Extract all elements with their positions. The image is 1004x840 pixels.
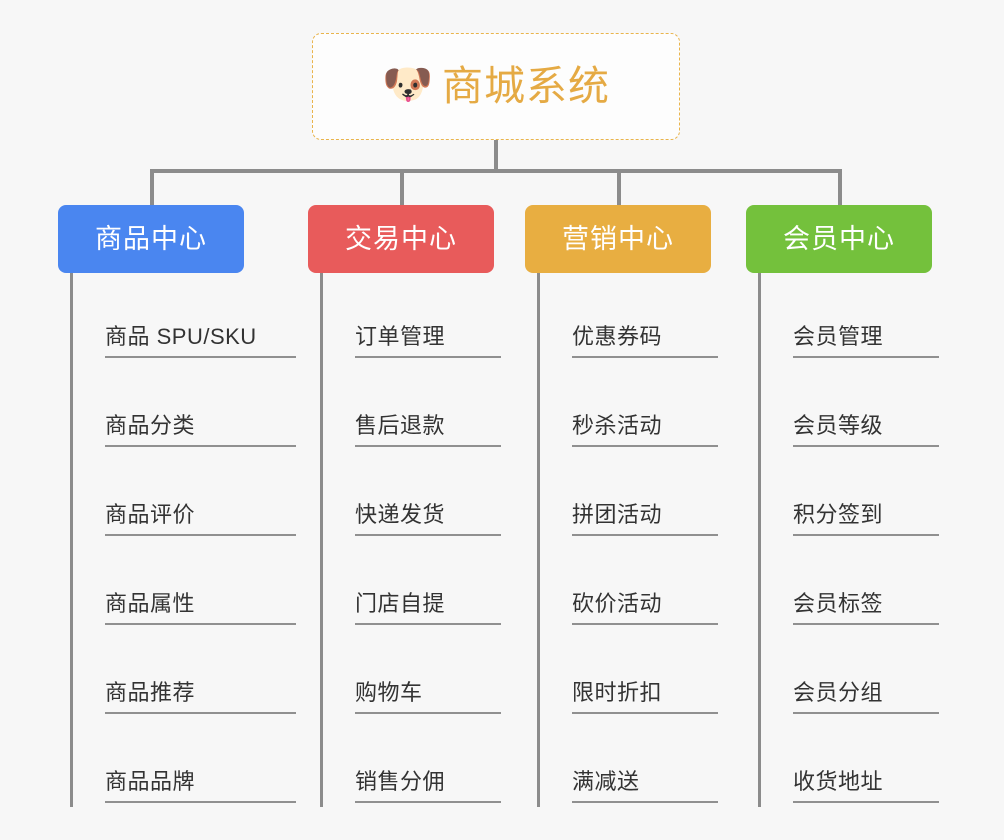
list-item[interactable]: 砍价活动 [540, 540, 747, 629]
category-label: 营销中心 [562, 223, 674, 254]
list-item[interactable]: 秒杀活动 [540, 362, 747, 451]
leaf-underline: 订单管理 [355, 324, 501, 358]
list-item[interactable]: 门店自提 [323, 540, 530, 629]
leaf-underline: 拼团活动 [572, 502, 718, 536]
list-item[interactable]: 商品 SPU/SKU [73, 273, 308, 362]
leaf-underline: 购物车 [355, 680, 501, 714]
leaf-underline: 快递发货 [355, 502, 501, 536]
leaf-label: 订单管理 [355, 323, 446, 349]
leaf-underline: 砍价活动 [572, 591, 718, 625]
list-item[interactable]: 限时折扣 [540, 629, 747, 718]
leaf-underline: 会员管理 [793, 324, 939, 358]
list-item[interactable]: 收货地址 [761, 718, 968, 807]
connector-horizontal-bus [150, 169, 842, 173]
leaf-label: 快递发货 [355, 501, 446, 527]
branch-column-member-center: 会员中心 会员管理 会员等级 积分签到 会员标签 [746, 205, 968, 807]
leaf-label: 砍价活动 [572, 590, 663, 616]
leaf-underline: 商品评价 [105, 502, 296, 536]
leaf-underline: 销售分佣 [355, 769, 501, 803]
leaf-underline: 售后退款 [355, 413, 501, 447]
list-item[interactable]: 满减送 [540, 718, 747, 807]
leaf-label: 会员分组 [793, 679, 884, 705]
list-item[interactable]: 商品品牌 [73, 718, 308, 807]
leaf-label: 购物车 [355, 679, 423, 705]
leaf-underline: 商品推荐 [105, 680, 296, 714]
list-item[interactable]: 会员分组 [761, 629, 968, 718]
branch-column-product-center: 商品中心 商品 SPU/SKU 商品分类 商品评价 商品属性 [58, 205, 308, 807]
list-item[interactable]: 优惠券码 [540, 273, 747, 362]
leaf-label: 商品属性 [105, 590, 196, 616]
leaf-list-product-center: 商品 SPU/SKU 商品分类 商品评价 商品属性 商品推荐 [70, 273, 308, 807]
connector-drop-trade-center [400, 169, 404, 205]
leaf-label: 会员标签 [793, 590, 884, 616]
leaf-label: 售后退款 [355, 412, 446, 438]
list-item[interactable]: 商品分类 [73, 362, 308, 451]
leaf-list-marketing-center: 优惠券码 秒杀活动 拼团活动 砍价活动 限时折扣 [537, 273, 747, 807]
branch-column-trade-center: 交易中心 订单管理 售后退款 快递发货 门店自提 [308, 205, 530, 807]
leaf-label: 满减送 [572, 768, 640, 794]
leaf-list-member-center: 会员管理 会员等级 积分签到 会员标签 会员分组 [758, 273, 968, 807]
leaf-underline: 优惠券码 [572, 324, 718, 358]
shiba-dog-face-icon: 🐶 [382, 60, 434, 107]
list-item[interactable]: 销售分佣 [323, 718, 530, 807]
leaf-label: 商品评价 [105, 501, 196, 527]
category-label: 交易中心 [345, 223, 457, 254]
leaf-label: 收货地址 [793, 768, 884, 794]
leaf-underline: 收货地址 [793, 769, 939, 803]
category-box-member-center[interactable]: 会员中心 [746, 205, 932, 273]
leaf-underline: 秒杀活动 [572, 413, 718, 447]
root-title: 商城系统 [442, 63, 610, 109]
leaf-label: 商品推荐 [105, 679, 196, 705]
leaf-underline: 积分签到 [793, 502, 939, 536]
leaf-label: 会员管理 [793, 323, 884, 349]
leaf-label: 商品分类 [105, 412, 196, 438]
leaf-underline: 满减送 [572, 769, 718, 803]
category-box-trade-center[interactable]: 交易中心 [308, 205, 494, 273]
list-item[interactable]: 积分签到 [761, 451, 968, 540]
leaf-underline: 商品属性 [105, 591, 296, 625]
leaf-underline: 商品品牌 [105, 769, 296, 803]
leaf-underline: 会员等级 [793, 413, 939, 447]
list-item[interactable]: 售后退款 [323, 362, 530, 451]
leaf-label: 优惠券码 [572, 323, 663, 349]
leaf-underline: 商品 SPU/SKU [105, 324, 296, 358]
list-item[interactable]: 会员管理 [761, 273, 968, 362]
category-label: 商品中心 [95, 223, 207, 254]
leaf-label: 秒杀活动 [572, 412, 663, 438]
leaf-label: 会员等级 [793, 412, 884, 438]
connector-drop-member-center [838, 169, 842, 205]
list-item[interactable]: 商品推荐 [73, 629, 308, 718]
category-box-marketing-center[interactable]: 营销中心 [525, 205, 711, 273]
list-item[interactable]: 订单管理 [323, 273, 530, 362]
list-item[interactable]: 购物车 [323, 629, 530, 718]
leaf-underline: 商品分类 [105, 413, 296, 447]
leaf-underline: 门店自提 [355, 591, 501, 625]
leaf-label: 门店自提 [355, 590, 446, 616]
connector-drop-marketing-center [617, 169, 621, 205]
list-item[interactable]: 拼团活动 [540, 451, 747, 540]
root-node-mall-system[interactable]: 🐶 商城系统 [312, 33, 680, 140]
connector-drop-product-center [150, 169, 154, 205]
list-item[interactable]: 商品属性 [73, 540, 308, 629]
leaf-label: 商品 SPU/SKU [105, 323, 257, 349]
leaf-label: 拼团活动 [572, 501, 663, 527]
list-item[interactable]: 会员等级 [761, 362, 968, 451]
leaf-label: 积分签到 [793, 501, 884, 527]
connector-root-stem [494, 140, 498, 172]
branch-column-marketing-center: 营销中心 优惠券码 秒杀活动 拼团活动 砍价活动 [525, 205, 747, 807]
list-item[interactable]: 快递发货 [323, 451, 530, 540]
list-item[interactable]: 会员标签 [761, 540, 968, 629]
leaf-underline: 会员分组 [793, 680, 939, 714]
leaf-label: 限时折扣 [572, 679, 663, 705]
list-item[interactable]: 商品评价 [73, 451, 308, 540]
category-label: 会员中心 [783, 223, 895, 254]
category-box-product-center[interactable]: 商品中心 [58, 205, 244, 273]
leaf-list-trade-center: 订单管理 售后退款 快递发货 门店自提 购物车 [320, 273, 530, 807]
leaf-label: 商品品牌 [105, 768, 196, 794]
leaf-underline: 限时折扣 [572, 680, 718, 714]
leaf-label: 销售分佣 [355, 768, 446, 794]
leaf-underline: 会员标签 [793, 591, 939, 625]
